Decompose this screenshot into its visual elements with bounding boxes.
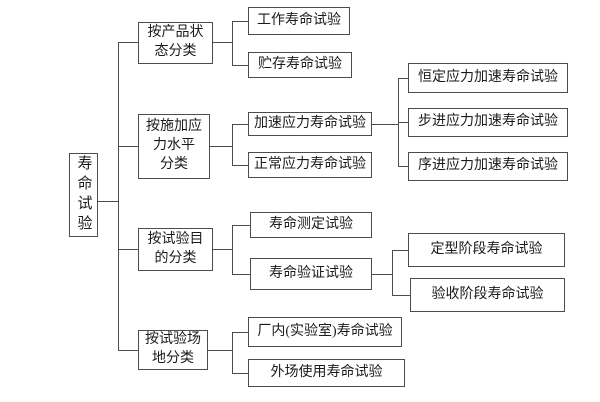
connector-branch-1	[118, 42, 138, 43]
connector-g2-c2	[232, 165, 248, 166]
connector-g2b-in	[372, 124, 398, 125]
connector-g3-in	[213, 249, 232, 250]
connector-g2-in	[210, 146, 232, 147]
connector-g4-c2	[232, 373, 248, 374]
connector-g4-in	[208, 350, 232, 351]
node-acceptance-stage-life-test: 验收阶段寿命试验	[410, 278, 565, 312]
node-constant-stress-accelerated-life-test: 恒定应力加速寿命试验	[408, 63, 568, 93]
connector-g2b-c3	[398, 166, 408, 167]
node-step-stress-accelerated-life-test: 步进应力加速寿命试验	[408, 108, 568, 137]
node-accelerated-stress-life-test: 加速应力寿命试验	[248, 112, 372, 136]
node-working-life-test: 工作寿命试验	[248, 7, 350, 35]
node-by-stress-level: 按施加应 力水平 分类	[138, 114, 210, 179]
node-life-verification-test: 寿命验证试验	[250, 258, 372, 290]
node-by-test-purpose: 按试验目 的分类	[138, 228, 213, 271]
node-field-use-life-test: 外场使用寿命试验	[248, 359, 405, 387]
connector-g3b-c1	[392, 250, 408, 251]
connector-g3b-in	[372, 274, 392, 275]
connector-g1-c1	[232, 21, 248, 22]
connector-branch-4	[118, 350, 138, 351]
node-by-product-state: 按产品状 态分类	[138, 22, 213, 64]
connector-root	[98, 201, 118, 202]
connector-g2b-c2	[398, 122, 408, 123]
node-progressive-stress-accelerated-life-test: 序进应力加速寿命试验	[408, 152, 568, 181]
connector-branch-3	[118, 249, 138, 250]
connector-g3b-spine	[392, 250, 393, 296]
connector-g4-c1	[232, 332, 248, 333]
connector-g1-c2	[232, 65, 248, 66]
connector-g3-c1	[232, 225, 250, 226]
connector-trunk	[118, 42, 119, 351]
node-by-test-site: 按试验场 地分类	[138, 330, 208, 370]
connector-branch-2	[118, 146, 138, 147]
connector-g2b-c1	[398, 78, 408, 79]
node-normal-stress-life-test: 正常应力寿命试验	[248, 152, 372, 178]
node-life-measurement-test: 寿命测定试验	[250, 212, 372, 238]
connector-g2-c1	[232, 124, 248, 125]
connector-g1-spine	[232, 21, 233, 66]
connector-g3-spine	[232, 225, 233, 275]
connector-g3-c2	[232, 274, 250, 275]
node-in-factory-lab-life-test: 厂内(实验室)寿命试验	[248, 317, 402, 347]
connector-g4-spine	[232, 332, 233, 374]
connector-g2-spine	[232, 124, 233, 166]
connector-g1-in	[213, 42, 232, 43]
root-node: 寿命试验	[69, 153, 98, 237]
node-design-finalization-stage-life-test: 定型阶段寿命试验	[408, 233, 565, 267]
connector-g3b-c2	[392, 295, 410, 296]
node-storage-life-test: 贮存寿命试验	[248, 52, 352, 78]
